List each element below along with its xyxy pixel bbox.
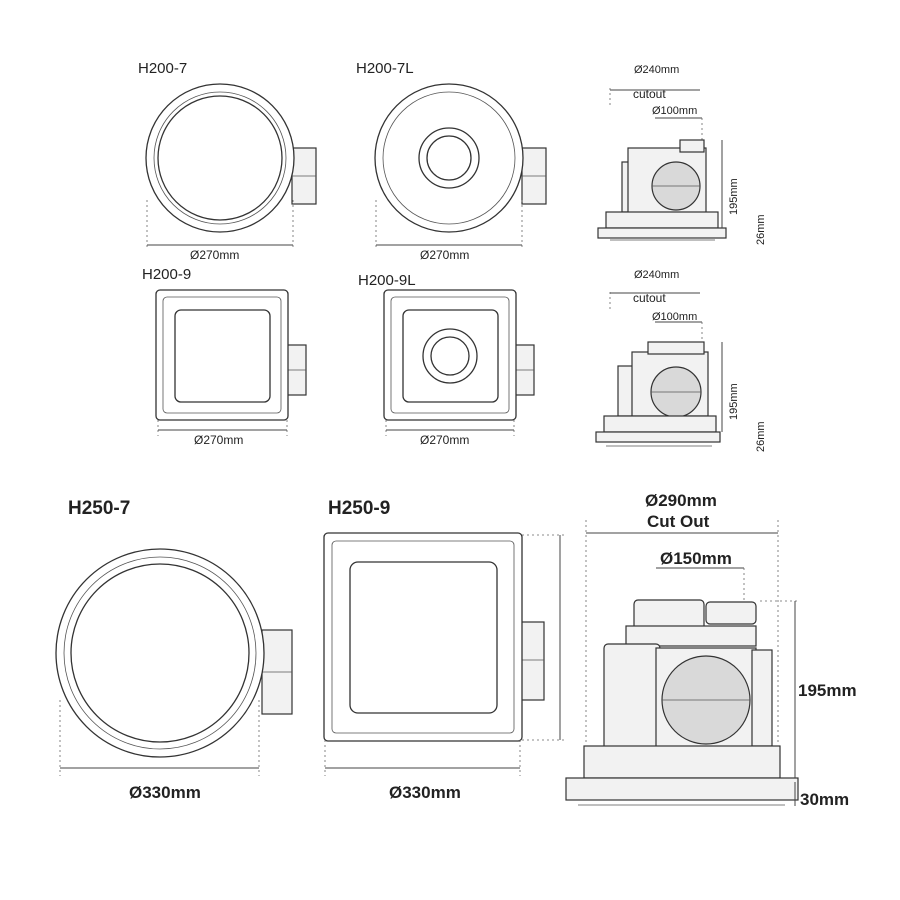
h250-7-grille — [70, 563, 250, 743]
h250-duct-diameter-label: Ø150mm — [660, 549, 732, 568]
h200-7-width-label: Ø270mm — [190, 248, 239, 262]
model-label-h200-7l: H200-7L — [356, 60, 414, 77]
h250-cutout-label: Cut Out — [647, 512, 710, 531]
h200-7l-lamp-ring — [418, 127, 480, 189]
h200-9-height-label: 195mm — [728, 383, 740, 420]
h250-9-outer-frame — [323, 532, 523, 742]
h200-7l-outer-ring — [374, 83, 524, 233]
h200-side-view-middle: Ø240mm cutout Ø100mm 195mm 26mm — [595, 269, 767, 452]
h250-base-housing — [583, 745, 781, 779]
h200-9-grille-plate — [595, 431, 721, 443]
h200-grille-plate — [597, 227, 727, 239]
h200-9l-outer-frame — [383, 289, 517, 421]
h200-height-label: 195mm — [728, 178, 740, 215]
h200-7l-lamp — [426, 135, 472, 181]
model-label-h250-9: H250-9 — [328, 498, 390, 519]
h250-9-width-label: Ø330mm — [389, 783, 461, 802]
h200-9-width-label: Ø270mm — [194, 433, 243, 447]
model-label-h200-9l: H200-9L — [358, 272, 416, 289]
h200-9-grille-depth-label: 26mm — [755, 421, 767, 452]
h200-7l-width-label: Ø270mm — [420, 248, 469, 262]
h200-duct-diameter-label: Ø100mm — [652, 105, 697, 117]
model-label-h200-7: H200-7 — [138, 60, 187, 77]
h200-grille-depth-label: 26mm — [755, 214, 767, 245]
h200-9-outer-frame — [155, 289, 289, 421]
h250-cutout-diameter-label: Ø290mm — [645, 491, 717, 510]
h250-side-view: Ø290mm Cut Out Ø150mm 195mm 30mm — [565, 491, 857, 809]
h200-9-cutout-diameter-label: Ø240mm — [634, 269, 679, 281]
h200-9-cutout-label: cutout — [633, 291, 666, 305]
h200-9-duct-diameter-label: Ø100mm — [652, 311, 697, 323]
model-label-h200-9: H200-9 — [142, 266, 191, 283]
h250-9-duct-outlet — [519, 621, 545, 701]
h200-side-view-top: Ø240mm cutout Ø100mm 195mm 26mm — [597, 64, 767, 245]
h200-9l-lamp — [430, 336, 470, 376]
h200-7l-drawing: H200-7L Ø270mm — [356, 60, 547, 262]
h200-7-drawing: H200-7 Ø270mm — [138, 60, 317, 262]
h250-grille-depth-label: 30mm — [800, 790, 849, 809]
h200-9l-lamp-ring — [422, 328, 478, 384]
h200-cutout-diameter-label: Ø240mm — [634, 64, 679, 76]
h250-height-label: 195mm — [798, 681, 857, 700]
h200-9-grille — [174, 309, 271, 403]
h200-9l-drawing: H200-9L Ø270mm — [358, 272, 535, 447]
h200-cutout-label: cutout — [633, 87, 666, 101]
h250-7-width-label: Ø330mm — [129, 783, 201, 802]
h200-7-outer-ring — [145, 83, 295, 233]
h200-9-drawing: H200-9 Ø270mm — [142, 266, 307, 447]
h200-9l-width-label: Ø270mm — [420, 433, 469, 447]
h250-9-drawing: H250-9 Ø330mm — [323, 498, 565, 802]
h250-grille-plate — [565, 777, 799, 801]
h250-7-outer-ring — [55, 548, 265, 758]
h200-7-grille — [157, 95, 283, 221]
h250-7-drawing: H250-7 Ø330mm — [55, 498, 293, 802]
h250-9-grille — [349, 561, 498, 714]
model-label-h250-7: H250-7 — [68, 498, 130, 519]
